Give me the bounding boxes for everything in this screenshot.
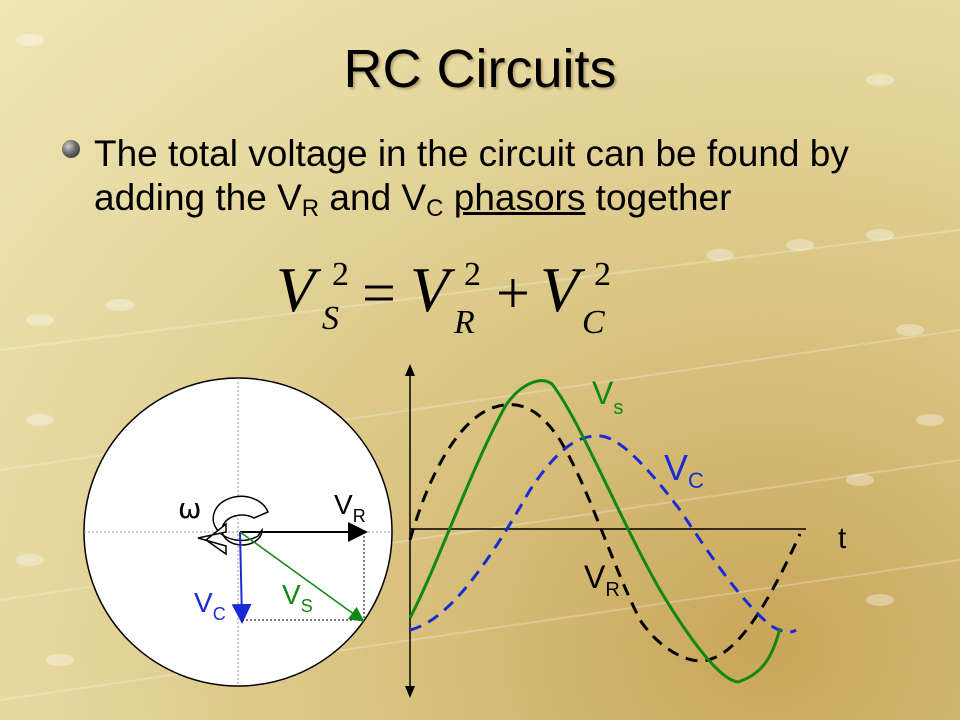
bullet-text-part1: The total voltage in the circuit can be … (94, 133, 849, 218)
bullet-text-part2: and V (319, 177, 427, 218)
subscript-r: R (301, 195, 320, 222)
vs-wave (408, 379, 782, 684)
vs-wave-label: Vs (592, 375, 623, 419)
eq-plus: + (496, 260, 530, 326)
t-axis-label: t (838, 522, 847, 555)
vc-wave-label: VC (664, 447, 704, 493)
vc-label: VC (194, 587, 226, 624)
vr-wave (408, 403, 802, 663)
vc-wave (409, 434, 797, 634)
eq-equals: = (362, 260, 396, 326)
eq-vr-sup: 2 (464, 256, 481, 293)
y-axis-arrow-bottom (405, 686, 415, 698)
omega-label: ω (178, 492, 201, 525)
eq-vs-sub: S (322, 300, 339, 337)
subscript-c: C (426, 195, 444, 222)
eq-vc-sup: 2 (594, 256, 611, 293)
eq-vr: V (410, 255, 456, 325)
bullet-text-part4: together (585, 177, 732, 218)
eq-vs-sup: 2 (332, 256, 349, 293)
slide-title: RC Circuits (343, 39, 617, 99)
voltage-equation: V S 2 = V R 2 + V C 2 (276, 255, 611, 341)
eq-vc-sub: C (582, 304, 605, 341)
eq-vc: V (540, 255, 586, 325)
vs-label: VS (282, 579, 313, 616)
eq-vs: V (276, 255, 322, 325)
vr-label: VR (334, 489, 366, 526)
phasors-link[interactable]: phasors (453, 177, 586, 218)
eq-vr-sub: R (453, 304, 475, 341)
y-axis-arrow-top (405, 364, 415, 376)
bullet-text: The total voltage in the circuit can be … (94, 132, 894, 222)
bullet-icon (62, 140, 80, 158)
vc-phasor (231, 531, 252, 624)
rotation-arrow-icon (197, 495, 269, 556)
vs-phasor (239, 531, 365, 622)
vr-wave-label: VR (584, 559, 620, 601)
